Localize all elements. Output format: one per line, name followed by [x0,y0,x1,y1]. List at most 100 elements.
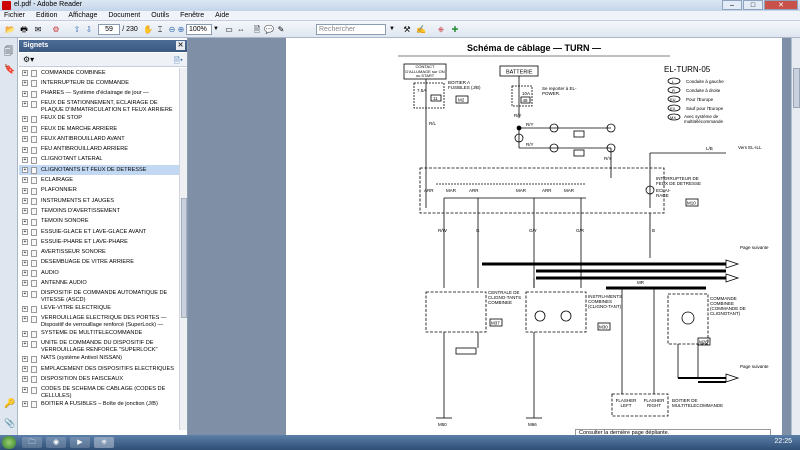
expand-icon[interactable]: + [22,156,28,163]
expand-icon[interactable]: + [22,280,28,287]
settings-icon[interactable]: ⚙ [52,25,60,34]
expand-icon[interactable]: + [22,259,28,266]
adobe-taskbar-icon[interactable]: ⎈ [94,437,114,448]
bookmark-item[interactable]: +INTERRUPTEUR DE COMMANDE [19,78,179,88]
document-scroll-thumb[interactable] [793,68,800,108]
expand-icon[interactable]: + [22,330,28,337]
expand-icon[interactable]: + [22,386,28,393]
bookmark-item[interactable]: +TEMOIN SONORE [19,217,179,227]
bookmark-item[interactable]: +CLIGNOTANT LATERAL [19,155,179,165]
menu-document[interactable]: Document [108,12,141,19]
expand-icon[interactable]: + [22,239,28,246]
bookmark-item[interactable]: +INSTRUMENTS ET JAUGES [19,196,179,206]
menu-affichage[interactable]: Affichage [68,12,98,19]
expand-icon[interactable]: + [22,365,28,372]
fit-width-icon[interactable]: ⇔ [237,25,245,34]
expand-icon[interactable]: + [22,290,28,297]
bookmark-item[interactable]: +DISPOSITION DES FAISCEAUX [19,374,179,384]
paperclip-icon[interactable]: 📎 [4,418,16,428]
bookmark-item[interactable]: +EMPLACEMENT DES DISPOSITIFS ELECTRIQUES [19,364,179,374]
menu-outils[interactable]: Outils [151,12,170,19]
bookmark-item[interactable]: +AVERTISSEUR SONORE [19,248,179,258]
zoom-out-icon[interactable]: ⊖ [168,25,176,34]
expand-icon[interactable]: + [22,401,28,408]
bookmark-item[interactable]: +TEMOINS D'AVERTISSEMENT [19,206,179,216]
bookmark-item[interactable]: +FEUX DE MARCHE ARRIERE [19,124,179,134]
expand-icon[interactable]: + [22,90,28,97]
expand-icon[interactable]: + [22,70,28,76]
explorer-icon[interactable]: 🗀 [22,437,42,448]
next-page-icon[interactable]: ⇩ [85,25,93,34]
zoom-in-icon[interactable]: ⊕ [177,25,185,34]
bookmark-scroll-thumb[interactable] [181,198,187,318]
select-text-icon[interactable]: ⌶ [157,25,163,34]
bookmark-item[interactable]: +PLAFONNIER [19,186,179,196]
sign-icon[interactable]: ✎ [277,25,285,34]
bookmark-options-icon[interactable]: ⚙▾ [23,55,35,64]
expand-icon[interactable]: + [22,305,28,312]
share-icon[interactable]: ✚ [451,25,459,34]
bookmark-item[interactable]: +DESEMBUAGE DE VITRE ARRIERE [19,258,179,268]
bookmark-item[interactable]: +LEVE-VITRE ELECTRIQUE [19,304,179,314]
email-icon[interactable]: ✉ [34,25,42,34]
menu-fichier[interactable]: Fichier [4,12,26,19]
zoom-input[interactable]: 100% [186,24,212,35]
search-input[interactable]: Rechercher [316,24,386,35]
page-number-input[interactable]: 59 [98,24,120,35]
close-button[interactable]: ✕ [764,0,798,10]
expand-icon[interactable]: + [22,177,28,184]
comment-icon[interactable]: 💬 [264,25,274,34]
expand-icon[interactable]: + [22,218,28,225]
hand-tool-icon[interactable]: ✋ [143,25,153,34]
bookmark-item[interactable]: +UNITE DE COMMANDE DU DISPOSITIF DE VERR… [19,339,179,354]
bookmark-scrollbar[interactable] [179,68,187,430]
document-scrollbar[interactable] [791,38,800,435]
expand-icon[interactable]: + [22,136,28,143]
expand-icon[interactable]: + [22,208,28,215]
bookmark-item[interactable]: +SYSTEME DE MULTITELECOMMANDE [19,329,179,339]
print-icon[interactable]: 🖶 [20,25,28,34]
zoom-dropdown-icon[interactable]: ▼ [213,26,219,32]
expand-icon[interactable]: + [22,228,28,235]
bookmark-item[interactable]: +PHARES — Système d'éclairage de jour — [19,89,179,99]
expand-icon[interactable]: + [22,115,28,122]
document-area[interactable]: Schéma de câblage — TURN — EL-TURN-05 CO… [188,38,800,435]
expand-icon[interactable]: + [22,80,28,87]
menu-aide[interactable]: Aide [215,12,230,19]
expand-icon[interactable]: + [22,249,28,256]
expand-icon[interactable]: + [22,125,28,132]
bookmark-item[interactable]: +FEU ANTIBROUILLARD ARRIERE [19,145,179,155]
sign-panel-icon[interactable]: ✍ [416,25,426,34]
media-icon[interactable]: ▶ [70,437,90,448]
close-panel-icon[interactable]: ✕ [176,41,185,50]
expand-icon[interactable]: + [22,376,28,383]
bookmark-item[interactable]: +CLIGNOTANTS ET FEUX DE DETRESSE [19,165,179,176]
bookmark-item[interactable]: +ECLAIRAGE [19,175,179,185]
menu-edition[interactable]: Edition [35,12,58,19]
minimize-button[interactable]: – [722,0,742,10]
bookmark-item[interactable]: +FEUX DE STATIONNEMENT, ECLAIRAGE DE PLA… [19,99,179,114]
expand-icon[interactable]: + [22,340,28,347]
bookmark-item[interactable]: +AUDIO [19,268,179,278]
bookmarks-icon[interactable]: 🔖 [4,64,16,74]
expand-icon[interactable]: + [22,355,28,362]
search-dropdown-icon[interactable]: ▼ [389,26,395,32]
expand-icon[interactable]: + [22,167,28,174]
start-button[interactable] [2,436,16,449]
pages-icon[interactable]: 🗐 [4,46,13,56]
document-icon[interactable]: 🗎 [253,25,261,34]
bookmark-item[interactable]: +ANTENNE AUDIO [19,278,179,288]
expand-icon[interactable]: + [22,315,28,322]
new-bookmark-icon[interactable]: 🗎▾ [173,56,183,65]
attachments-icon[interactable]: 🔑 [4,398,16,408]
menu-fenetre[interactable]: Fenêtre [180,12,205,19]
tools-icon[interactable]: ⚒ [403,25,411,34]
expand-icon[interactable]: + [22,198,28,205]
bookmark-item[interactable]: +VERROUILLAGE ELECTRIQUE DES PORTES — Di… [19,314,179,329]
maximize-button[interactable]: □ [743,0,763,10]
bookmark-item[interactable]: +ESSUIE-GLACE ET LAVE-GLACE AVANT [19,227,179,237]
bookmark-item[interactable]: +CODES DE SCHEMA DE CABLAGE (CODES DE CE… [19,385,179,400]
previous-page-icon[interactable]: ⇧ [73,25,81,34]
browser-icon[interactable]: ◉ [46,437,66,448]
bookmark-item[interactable]: +FEUX DE STOP [19,114,179,124]
